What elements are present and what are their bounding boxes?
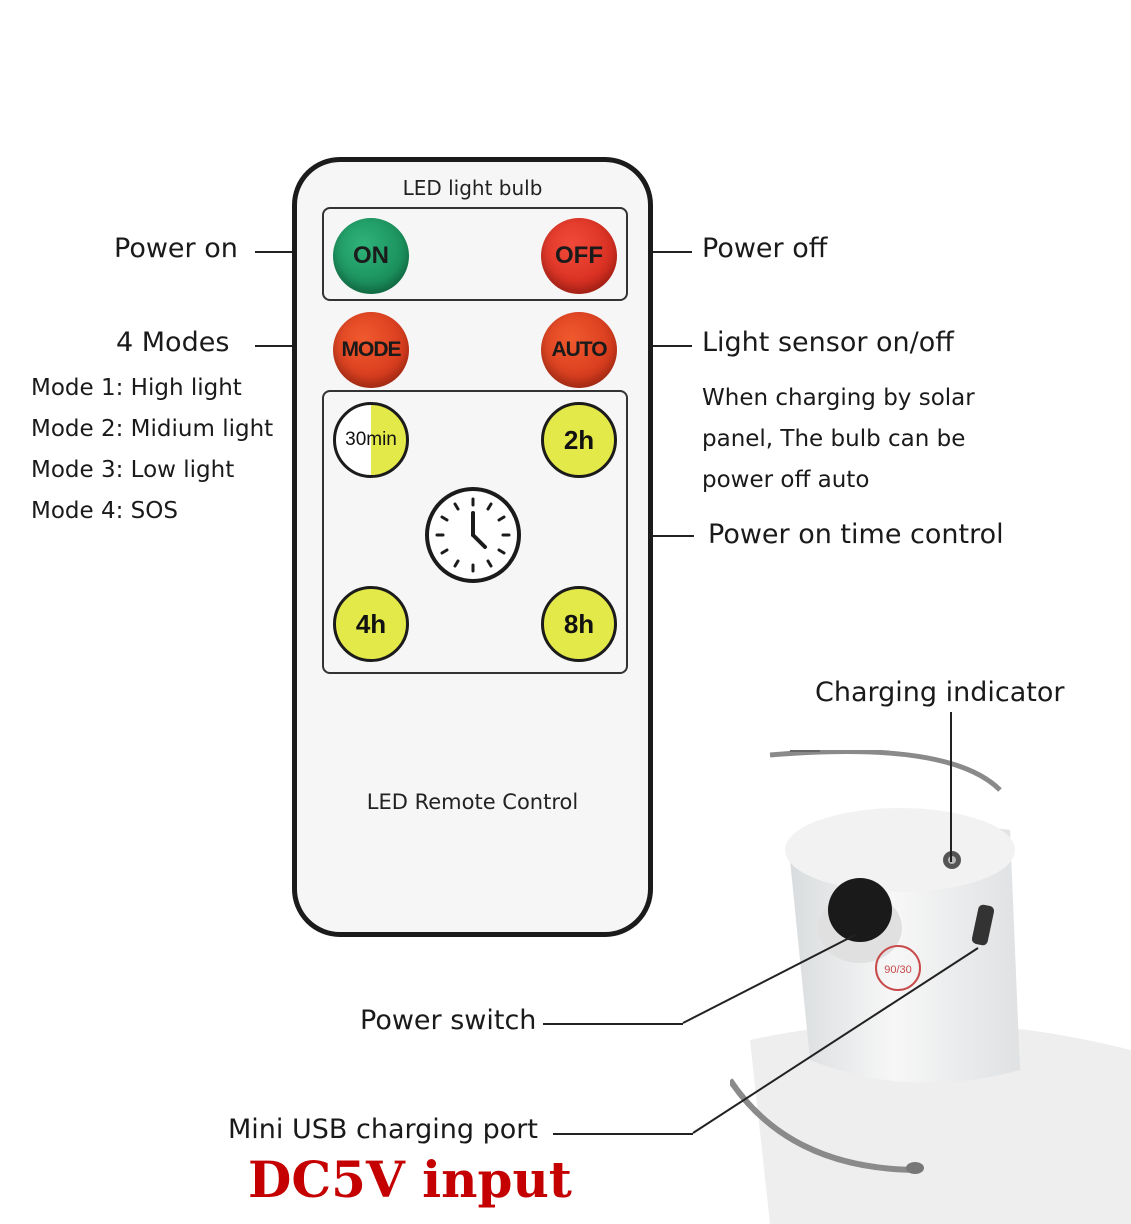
on-button[interactable]: ON [333,218,409,294]
remote-title: LED light bulb [402,176,543,200]
power-switch-label: Power switch [360,1005,537,1036]
mode1-text: Mode 1: High light [31,375,242,401]
mode-button[interactable]: MODE [333,312,409,388]
solar-note-line3: power off auto [702,467,870,493]
clock-icon [425,487,521,583]
remote-control: LED light bulb ON OFF MODE AUTO 30min 2h [292,157,653,937]
light-sensor-label: Light sensor on/off [702,327,954,358]
mode3-text: Mode 3: Low light [31,457,235,483]
timer-button-group [322,390,628,674]
power-button-group [322,207,628,301]
mode2-text: Mode 2: Midium light [31,416,274,442]
solar-note-line2: panel, The bulb can be [702,426,966,452]
auto-button[interactable]: AUTO [541,312,617,388]
timer-8h-button[interactable]: 8h [541,586,617,662]
modes-label: 4 Modes [116,327,230,358]
timer-2h-button[interactable]: 2h [541,402,617,478]
power-on-label: Power on [114,233,238,264]
bulb-photo: 90/30 [730,750,1131,1224]
time-control-label: Power on time control [708,519,1004,550]
usb-port-label: Mini USB charging port [228,1114,538,1145]
charging-indicator-label: Charging indicator [815,677,1065,708]
dc-input-label: DC5V input [248,1150,572,1209]
remote-footer: LED Remote Control [366,790,579,814]
stamp-text: 90/30 [884,964,912,976]
timer-4h-button[interactable]: 4h [333,586,409,662]
power-off-label: Power off [702,233,828,264]
charging-indicator-leader [950,712,952,862]
time-control-leader [626,535,694,537]
off-button[interactable]: OFF [541,218,617,294]
usb-port-leader [553,1133,693,1135]
solar-note-line1: When charging by solar [702,385,975,411]
mode4-text: Mode 4: SOS [31,498,178,524]
timer-30min-button[interactable]: 30min [333,402,409,478]
power-switch-leader [543,1023,683,1025]
